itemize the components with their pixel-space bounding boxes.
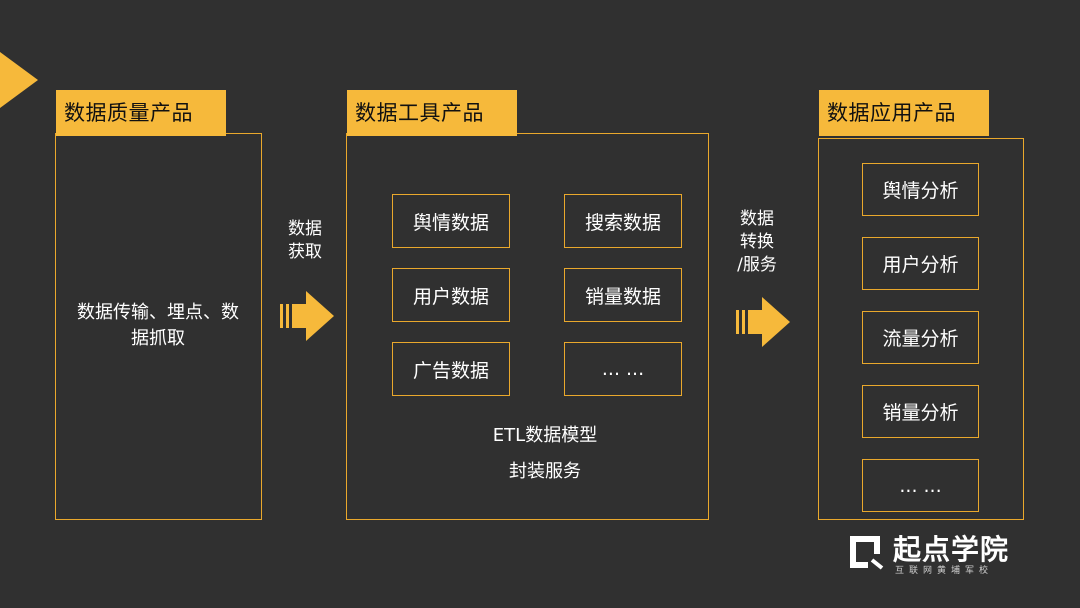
data-tools-panel [346, 133, 709, 520]
data-apps-panel [818, 138, 1024, 520]
arrow1-label-line2: 获取 [288, 242, 322, 262]
data-quality-body-line1: 数据传输、埋点、数 [77, 302, 239, 323]
tools-cell-search-data: 搜索数据 [564, 194, 682, 248]
arrow2-label-line2: 转换 [740, 232, 774, 252]
arrow2-label-line1: 数据 [740, 209, 774, 229]
tools-cell-more: ... ... [564, 342, 682, 396]
tools-cell-sales-data: 销量数据 [564, 268, 682, 322]
arrow2-label-line3: /服务 [737, 255, 777, 275]
apps-cell-more: ... ... [862, 459, 979, 512]
logo-mark-icon [850, 536, 884, 570]
tools-footer-etl: ETL数据模型 [492, 425, 598, 446]
data-quality-body-line2: 据抓取 [131, 328, 185, 349]
data-quality-body: 数据传输、埋点、数 据抓取 [58, 300, 258, 352]
apps-cell-sales-analysis: 销量分析 [862, 385, 979, 438]
corner-triangle-decoration [0, 52, 38, 108]
arrow2-icon [736, 297, 790, 347]
tools-cell-sentiment-data: 舆情数据 [392, 194, 510, 248]
arrow1-icon [280, 291, 334, 341]
arrow2-label: 数据 转换 /服务 [726, 208, 788, 277]
apps-cell-sentiment-analysis: 舆情分析 [862, 163, 979, 216]
logo-subtitle: 互联网黄埔军校 [895, 566, 994, 576]
data-quality-title: 数据质量产品 [56, 90, 226, 136]
tools-cell-user-data: 用户数据 [392, 268, 510, 322]
arrow1-label: 数据 获取 [276, 218, 334, 264]
apps-cell-traffic-analysis: 流量分析 [862, 311, 979, 364]
data-apps-title: 数据应用产品 [819, 90, 989, 136]
tools-cell-ad-data: 广告数据 [392, 342, 510, 396]
apps-cell-user-analysis: 用户分析 [862, 237, 979, 290]
data-tools-title: 数据工具产品 [347, 90, 517, 136]
arrow1-label-line1: 数据 [288, 219, 322, 239]
logo-title: 起点学院 [893, 533, 1010, 566]
tools-footer-service: 封装服务 [509, 461, 581, 482]
